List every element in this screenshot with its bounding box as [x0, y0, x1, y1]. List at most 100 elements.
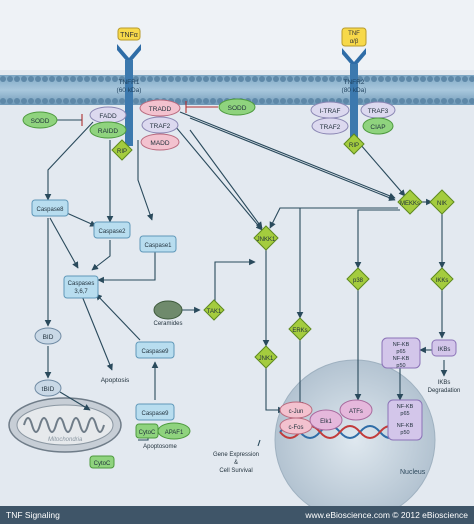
membrane-bead — [469, 98, 474, 104]
traf3-label: TRAF3 — [368, 108, 389, 115]
tradd-to-mekk — [179, 111, 396, 199]
tak1-label: TAK1 — [207, 309, 222, 315]
membrane-bead — [427, 76, 433, 82]
membrane-bead — [287, 98, 293, 104]
membrane-bead — [280, 98, 286, 104]
membrane-bead — [56, 98, 62, 104]
rip-left-label: RIP — [117, 149, 127, 155]
ceramides-label: Ceramides — [153, 321, 182, 327]
membrane-bead — [238, 76, 244, 82]
membrane-bead — [175, 76, 181, 82]
membrane-bead — [294, 76, 300, 82]
membrane-bead — [0, 98, 6, 104]
tnfr2-receptor: TNF α/β TNFR2 (80 kDa) — [341, 27, 367, 144]
membrane-bead — [434, 98, 440, 104]
node-labels: SODD SODD FADD TRADD RAIDD TRAF2 RIP MAD… — [31, 105, 461, 474]
membrane-bead — [287, 76, 293, 82]
rip-right-shape — [343, 133, 365, 155]
traf2-right-shape — [311, 117, 349, 135]
sodd-right-shape — [218, 98, 256, 116]
membrane-bead — [280, 76, 286, 82]
tnfr2-name: TNFR2 — [344, 79, 365, 86]
p38-shape — [346, 267, 370, 291]
membrane-bead — [336, 76, 342, 82]
membrane-bead — [252, 76, 258, 82]
membrane-bead — [98, 98, 104, 104]
p50-a-label: p50 — [396, 363, 405, 369]
gene-expression-label-a: Gene Expression — [213, 452, 259, 458]
membrane-bead — [98, 76, 104, 82]
caspase8-shape — [31, 199, 69, 217]
membrane-bead — [385, 76, 391, 82]
atfs-label: ATFs — [349, 409, 363, 415]
membrane-bead — [91, 98, 97, 104]
mitochondria: Mitochondria — [8, 397, 122, 453]
caspase2-to-caspases — [91, 240, 111, 271]
membrane-bead — [392, 76, 398, 82]
traf2-left-label: TRAF2 — [150, 123, 171, 130]
raidd-shape — [89, 121, 127, 139]
membrane-bead — [399, 98, 405, 104]
membrane-bead — [7, 98, 13, 104]
membrane-bead — [77, 76, 83, 82]
membrane-bead — [35, 76, 41, 82]
membrane-bead — [294, 98, 300, 104]
ikbs-shape — [431, 339, 457, 357]
tak1-shape — [203, 299, 225, 321]
tnfr1-receptor: TNFα TNFR1 (60 kDa) — [117, 27, 142, 146]
apaf1-shape — [157, 422, 191, 440]
caspase9-bottom-shape — [135, 403, 175, 421]
caspase8-label: Caspase8 — [36, 207, 64, 213]
tnfr2-ligand-b: α/β — [350, 39, 359, 45]
p65-a-label: p65 — [396, 349, 405, 355]
membrane-bead — [42, 98, 48, 104]
erks-label: ERKs — [292, 328, 307, 334]
membrane-bead — [385, 98, 391, 104]
apoptosis-label: Apoptosis — [101, 377, 130, 384]
membrane-bead — [364, 98, 370, 104]
membrane-bead — [259, 98, 265, 104]
membrane-bead — [420, 76, 426, 82]
membrane-bead — [252, 98, 258, 104]
tnfr1-ligand-label: TNFα — [120, 32, 138, 39]
nfkb-a-label: NF-KB — [393, 342, 410, 348]
membrane-bead — [196, 76, 202, 82]
apoptosome-label: Apoptosome — [143, 444, 177, 450]
fadd-to-caspase8 — [44, 121, 94, 201]
membrane-bead — [42, 76, 48, 82]
p38-label: p38 — [353, 278, 364, 284]
cytoc-mito-label: CytoC — [94, 461, 111, 467]
ikks-label: IKKs — [436, 278, 449, 284]
raidd-label: RAIDD — [98, 128, 119, 135]
membrane-bead — [210, 98, 216, 104]
membrane-bead — [140, 76, 146, 82]
membrane-bead — [21, 98, 27, 104]
membrane-bead — [91, 76, 97, 82]
membrane-bead — [210, 76, 216, 82]
membrane-bead — [14, 98, 20, 104]
membrane-bead — [455, 98, 461, 104]
membrane-bead — [14, 76, 20, 82]
membrane-bead — [203, 98, 209, 104]
pathway-arrows — [44, 101, 448, 447]
membrane-bead — [28, 76, 34, 82]
caspases367-label-b: 3,6,7 — [74, 289, 88, 295]
membrane-bead — [448, 98, 454, 104]
caspase9-top-shape — [135, 341, 175, 359]
membrane-bead — [266, 76, 272, 82]
membrane-bead — [175, 98, 181, 104]
tnfr1-size: (60 kDa) — [117, 87, 142, 94]
membrane-bead — [308, 98, 314, 104]
membrane-bead — [84, 98, 90, 104]
gene-expression-label-b: & — [234, 460, 238, 466]
membrane-bead — [63, 98, 69, 104]
nik-label: NIK — [437, 201, 447, 207]
traf2-to-jnkk1 — [189, 129, 263, 229]
membrane-bead — [357, 98, 363, 104]
membrane-bead — [315, 76, 321, 82]
cell-membrane — [0, 75, 474, 105]
membrane-bead — [273, 76, 279, 82]
membrane-bead — [112, 76, 118, 82]
tnfr2-ligand-a: TNF — [348, 31, 360, 37]
